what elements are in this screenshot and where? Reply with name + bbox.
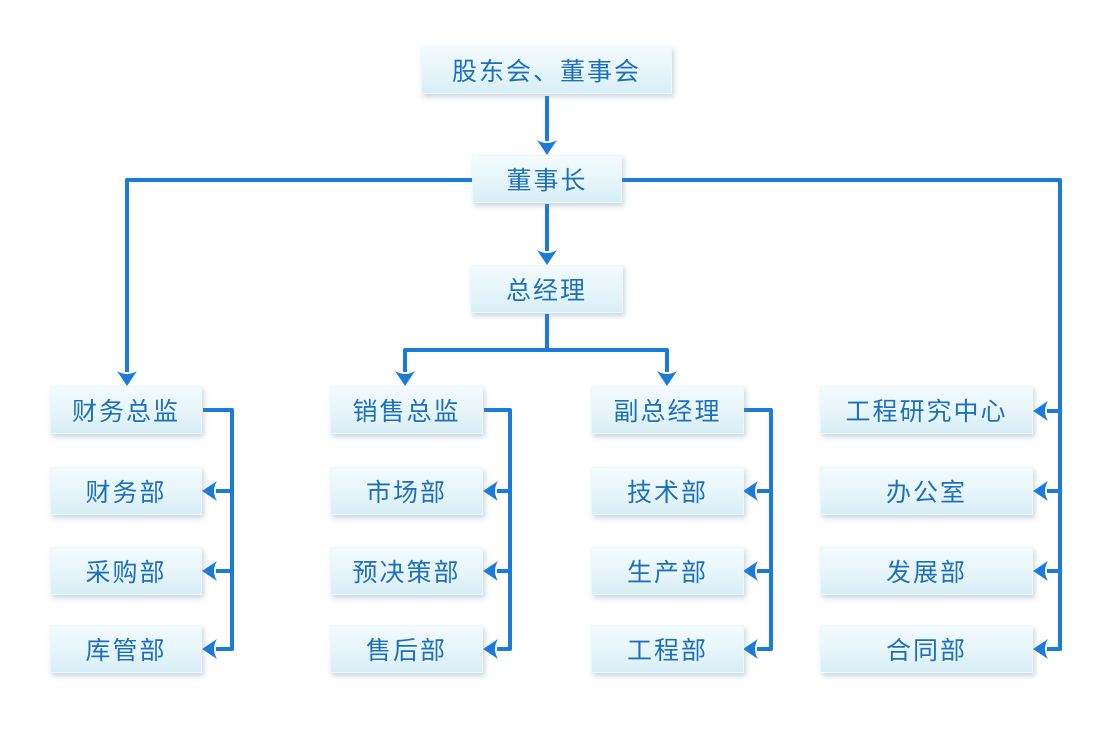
org-box-development-dept: 发展部 (820, 547, 1033, 595)
org-box-technology-dept: 技术部 (591, 467, 744, 515)
rail-col4 (1047, 409, 1060, 573)
org-box-engineering-dept: 工程部 (591, 625, 744, 673)
edge-gm-split (403, 314, 669, 372)
edge-chairman-span (125, 178, 1062, 651)
rail-col1 (203, 408, 234, 651)
rail-col3 (744, 408, 773, 651)
org-box-contract-dept: 合同部 (820, 625, 1033, 673)
org-box-production-dept: 生产部 (591, 547, 744, 595)
rail-col2 (484, 408, 512, 651)
org-box-warehouse-dept: 库管部 (50, 625, 202, 673)
org-box-general-manager: 总经理 (470, 265, 623, 313)
org-box-engineering-research-center: 工程研究中心 (820, 386, 1033, 434)
org-box-finance-director: 财务总监 (50, 386, 202, 434)
org-box-deputy-general-manager: 副总经理 (591, 386, 744, 434)
org-box-finance-dept: 财务部 (50, 467, 202, 515)
org-box-marketing-dept: 市场部 (330, 467, 483, 515)
org-box-purchasing-dept: 采购部 (50, 547, 202, 595)
org-box-after-sales-dept: 售后部 (330, 625, 483, 673)
org-box-office: 办公室 (820, 467, 1033, 515)
org-box-sales-director: 销售总监 (330, 386, 483, 434)
org-box-board: 股东会、董事会 (421, 46, 672, 94)
org-box-budget-decision-dept: 预决策部 (330, 547, 483, 595)
org-box-chairman: 董事长 (472, 155, 622, 203)
